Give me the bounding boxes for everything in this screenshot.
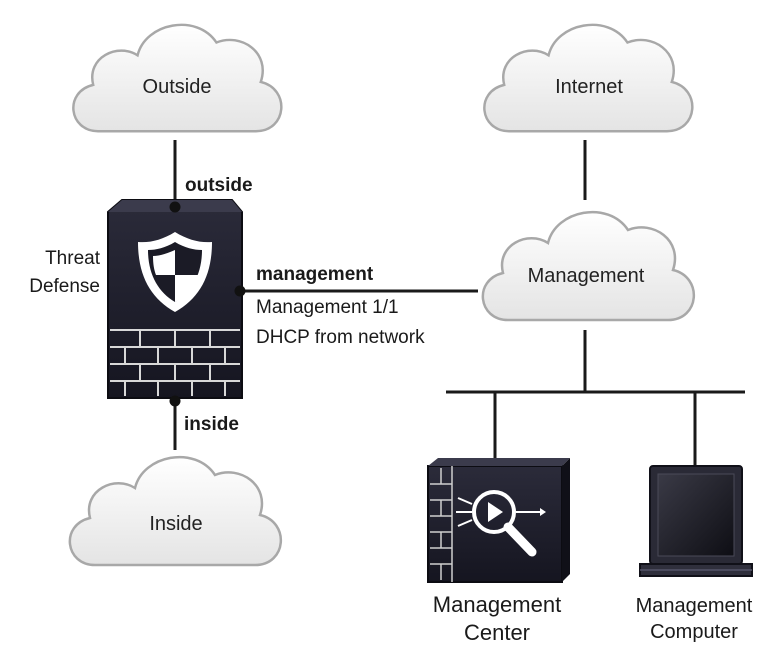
analysis-magnifier-icon: [456, 490, 546, 557]
management-computer-label-line1: Management: [636, 595, 753, 617]
management-interface-label: management: [256, 264, 374, 285]
inside-port-dot: [169, 395, 181, 407]
cloud-outside-label: Outside: [143, 76, 212, 98]
connections: [173, 140, 745, 465]
management-dhcp-label: DHCP from network: [256, 327, 425, 348]
rack-bricks-icon: [430, 466, 453, 582]
inside-interface-label: inside: [184, 414, 239, 435]
shield-icon: [138, 232, 212, 312]
management-center-label-line2: Center: [464, 620, 530, 645]
management-center-label-line1: Management: [433, 592, 561, 617]
threat-defense-device: [107, 199, 243, 399]
cloud-management-label: Management: [528, 265, 645, 287]
firewall-bricks-icon: [110, 329, 240, 396]
management-center-device: [427, 458, 570, 583]
laptop-icon: [639, 465, 753, 577]
cloud-internet: Internet: [483, 23, 694, 133]
threat-defense-label-line1: Threat: [45, 248, 101, 269]
cloud-outside: Outside: [72, 23, 283, 133]
cloud-inside: Inside: [68, 455, 283, 567]
management-port-label: Management 1/1: [256, 297, 399, 318]
outside-port-dot: [169, 201, 181, 213]
cloud-management: Management: [481, 210, 696, 322]
cloud-inside-label: Inside: [149, 513, 202, 535]
outside-interface-label: outside: [185, 175, 253, 196]
threat-defense-label-line2: Defense: [29, 276, 100, 297]
cloud-internet-label: Internet: [555, 76, 623, 98]
management-port-dot: [234, 285, 246, 297]
management-computer-label-line2: Computer: [650, 621, 738, 643]
